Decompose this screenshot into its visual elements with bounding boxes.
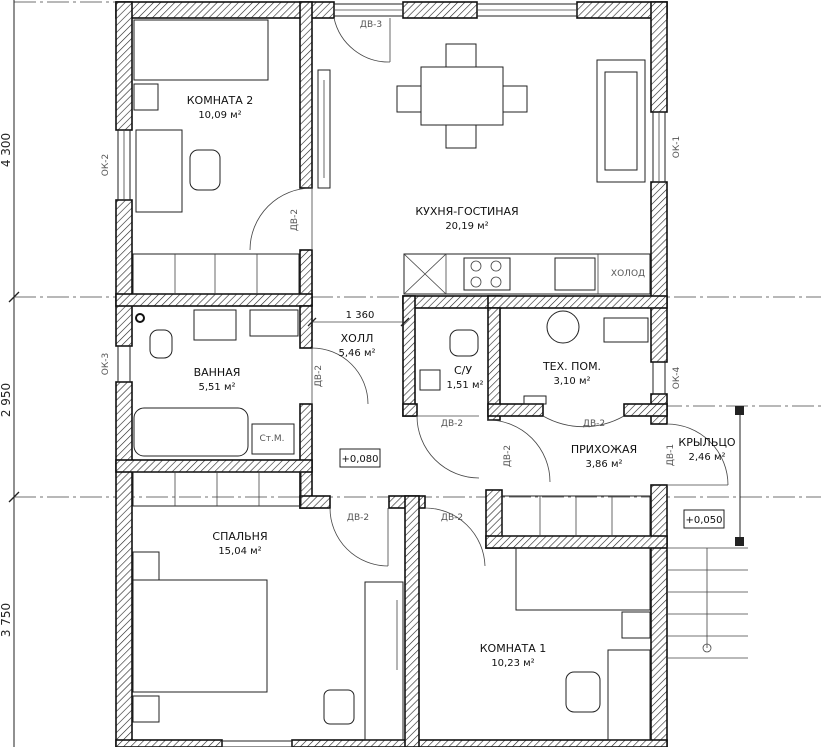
window-tag-ok2: ОК-2 <box>101 154 111 176</box>
room2-name: КОМНАТА 2 <box>187 94 254 107</box>
doors <box>249 17 729 567</box>
furniture <box>132 19 651 741</box>
level-main: +0,080 <box>341 454 378 465</box>
walls <box>115 1 668 747</box>
dim-3750: 3 750 <box>0 603 13 637</box>
porch-area: 2,46 м² <box>689 452 726 463</box>
washer-label: Ст.М. <box>259 434 284 444</box>
porch-name: КРЫЛЬЦО <box>678 436 736 449</box>
bedroom-name: СПАЛЬНЯ <box>212 530 267 543</box>
kitchen-name: КУХНЯ-ГОСТИНАЯ <box>415 205 518 218</box>
window-tag-ok3: ОК-3 <box>101 353 111 375</box>
tech-area: 3,10 м² <box>554 376 591 387</box>
door-tag-dv2-bath: ДВ-2 <box>314 365 324 387</box>
window-tag-ok4: ОК-4 <box>672 367 682 390</box>
door-tag-dv3: ДВ-3 <box>360 20 382 30</box>
room2-area: 10,09 м² <box>198 110 241 121</box>
entry-name: ПРИХОЖАЯ <box>571 443 637 456</box>
wc-name: С/У <box>454 364 472 377</box>
porch-stairs <box>667 406 748 659</box>
bedroom-area: 15,04 м² <box>218 546 261 557</box>
kitchen-area: 20,19 м² <box>445 221 488 232</box>
dim-2950: 2 950 <box>0 383 13 417</box>
hall-name: ХОЛЛ <box>341 332 374 345</box>
fridge-label: ХОЛОД <box>611 269 645 279</box>
windows <box>117 3 666 747</box>
door-tag-dv2-tech: ДВ-2 <box>583 419 605 429</box>
bath-name: ВАННАЯ <box>194 366 241 379</box>
hall-area: 5,46 м² <box>339 348 376 359</box>
level-porch: +0,050 <box>685 515 722 526</box>
entry-area: 3,86 м² <box>586 459 623 470</box>
tech-name: ТЕХ. ПОМ. <box>542 360 601 373</box>
door-tag-dv2-entry: ДВ-2 <box>503 445 513 467</box>
dim-1360: 1 360 <box>346 310 375 321</box>
door-tag-dv1: ДВ-1 <box>666 444 676 466</box>
room1-name: КОМНАТА 1 <box>480 642 547 655</box>
door-tag-dv2-room1: ДВ-2 <box>441 513 463 523</box>
window-tag-ok1: ОК-1 <box>672 136 682 158</box>
door-tag-dv2-bedroom: ДВ-2 <box>347 513 369 523</box>
hall-dimension-line <box>307 317 410 327</box>
wc-area: 1,51 м² <box>447 380 484 391</box>
door-tag-dv2-room2: ДВ-2 <box>290 209 300 231</box>
level-box-main <box>339 448 381 468</box>
door-tag-dv2-wc: ДВ-2 <box>441 419 463 429</box>
bath-area: 5,51 м² <box>199 382 236 393</box>
level-box-porch <box>683 509 725 529</box>
room1-area: 10,23 м² <box>491 658 534 669</box>
dim-4300: 4 300 <box>0 133 13 167</box>
